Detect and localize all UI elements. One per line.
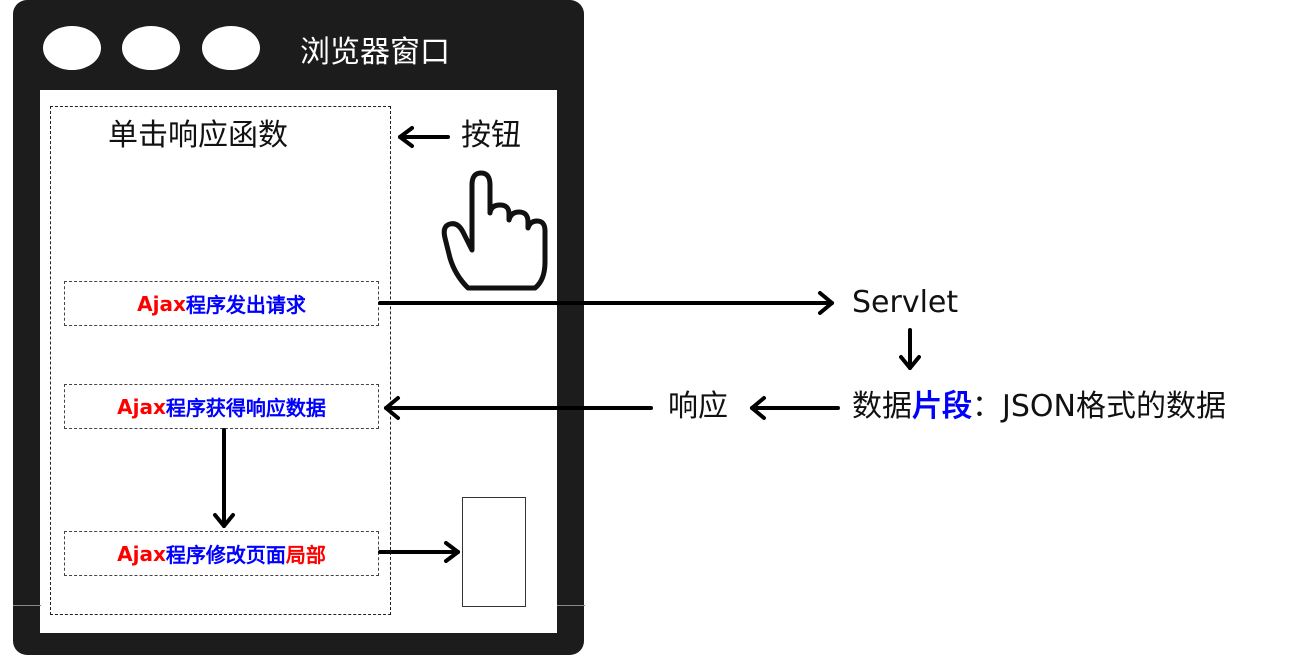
data-prefix: 数据 <box>852 389 912 424</box>
arrow-right-icon <box>378 541 460 563</box>
page-partial-region <box>462 497 526 607</box>
data-suffix: ：JSON格式的数据 <box>972 389 1226 424</box>
step-text: 程序发出请求 <box>185 293 306 317</box>
step-text: 程序获得响应数据 <box>165 396 326 420</box>
step-ajax-label: Ajax <box>117 541 166 566</box>
arrow-right-icon <box>378 291 834 315</box>
arrow-left-icon <box>384 396 653 420</box>
arrow-left-icon <box>750 396 840 420</box>
arrow-down-icon <box>213 428 235 528</box>
step-text: 程序修改页面 <box>165 543 286 567</box>
button-label: 按钮 <box>461 118 521 153</box>
arrow-left-icon <box>398 126 450 148</box>
step-ajax-label: Ajax <box>137 291 186 316</box>
click-handler-region <box>50 106 391 615</box>
servlet-label: Servlet <box>852 285 959 320</box>
arrow-down-icon <box>899 328 921 370</box>
response-label: 响应 <box>668 389 728 424</box>
step-ajax-label: Ajax <box>117 394 166 419</box>
divider-line <box>13 605 41 606</box>
hand-pointer-icon <box>441 170 548 291</box>
handler-title: 单击响应函数 <box>108 118 288 153</box>
window-dot-icon <box>43 26 101 70</box>
window-dot-icon <box>202 26 260 70</box>
data-highlight: 片段 <box>912 389 972 424</box>
window-dot-icon <box>122 26 180 70</box>
data-description: 数据片段：JSON格式的数据 <box>852 392 1226 422</box>
step-suffix: 局部 <box>285 543 326 567</box>
divider-line <box>557 605 585 606</box>
window-title: 浏览器窗口 <box>300 35 450 70</box>
